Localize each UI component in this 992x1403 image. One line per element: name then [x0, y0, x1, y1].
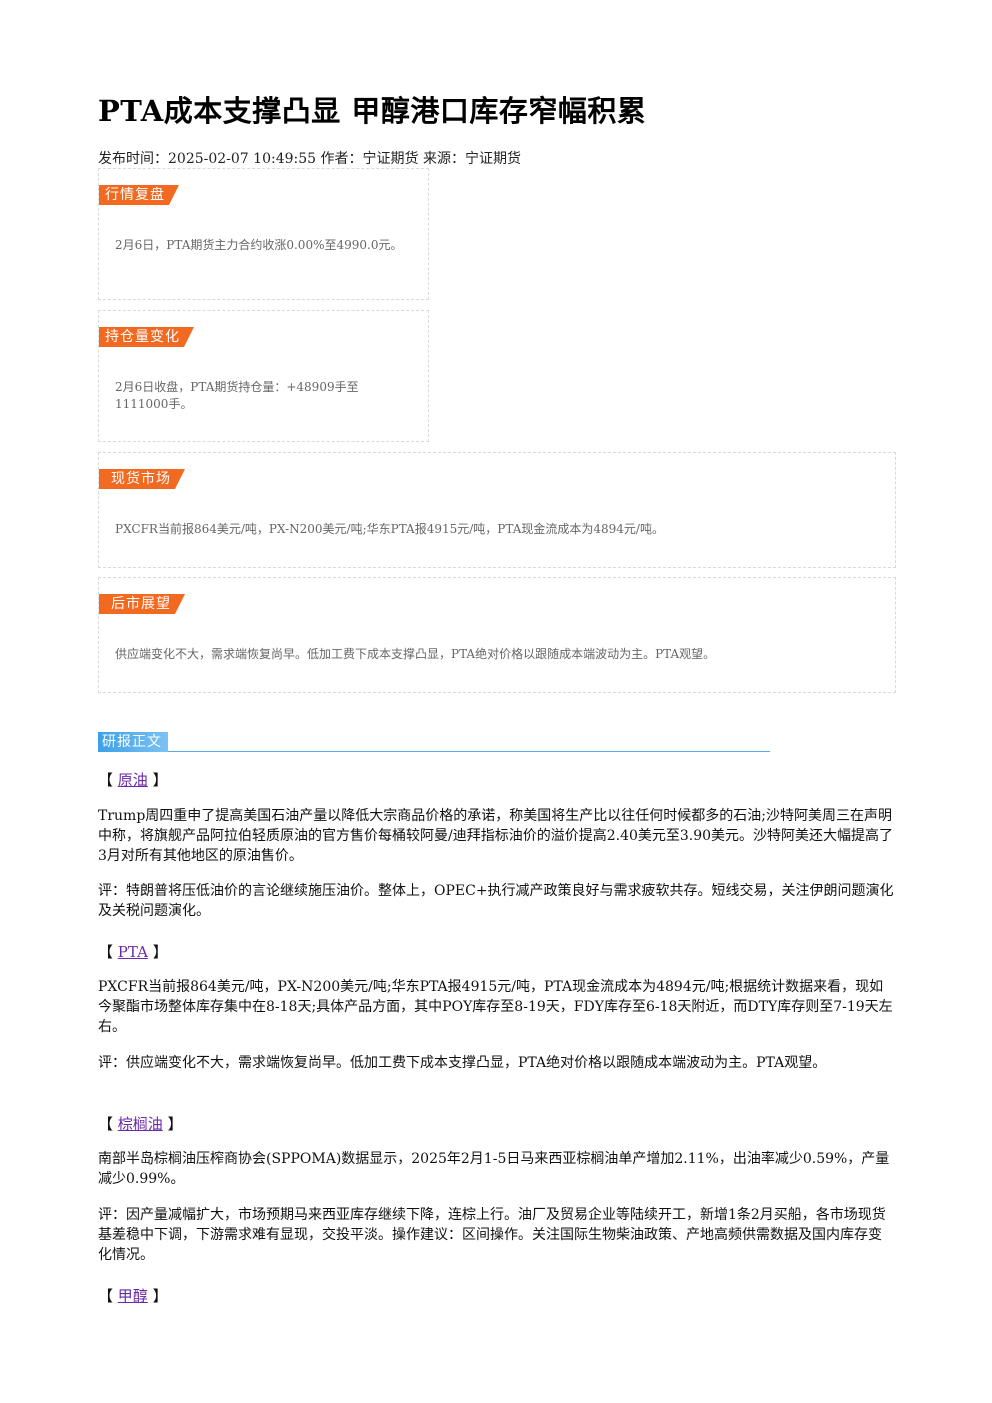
category-crude-oil: 【 原油 】: [98, 771, 168, 789]
category-palm-oil: 【 棕榈油 】: [98, 1115, 183, 1133]
tag-open-interest: 持仓量变化: [99, 327, 194, 347]
tag-market-review: 行情复盘: [99, 185, 179, 205]
header-divider: [168, 751, 770, 752]
palm-oil-comment: 评：因产量减幅扩大，市场预期马来西亚库存继续下降，连棕上行。油厂及贸易企业等陆续…: [98, 1207, 886, 1263]
spot-market-text: PXCFR当前报864美元/吨，PX-N200美元/吨;华东PTA报4915元/…: [115, 522, 664, 536]
summary-box-open-interest: 持仓量变化 2月6日收盘，PTA期货持仓量：+48909手至1111000手。: [98, 310, 429, 442]
market-review-text: 2月6日，PTA期货主力合约收涨0.00%至4990.0元。: [115, 238, 403, 252]
crude-oil-body: Trump周四重申了提高美国石油产量以降低大宗商品价格的承诺，称美国将生产比以往…: [98, 808, 894, 864]
palm-oil-body: 南部半岛棕榈油压榨商协会(SPPOMA)数据显示，2025年2月1-5日马来西亚…: [98, 1151, 890, 1187]
summary-box-outlook: 后市展望 供应端变化不大，需求端恢复尚早。低加工费下成本支撑凸显，PTA绝对价格…: [98, 577, 896, 693]
link-crude-oil[interactable]: 原油: [117, 771, 148, 789]
report-body-header: 研报正文: [98, 732, 770, 754]
summary-box-market-review: 行情复盘 2月6日，PTA期货主力合约收涨0.00%至4990.0元。: [98, 168, 429, 300]
tag-outlook: 后市展望: [99, 594, 185, 614]
link-pta[interactable]: PTA: [117, 943, 148, 961]
outlook-text: 供应端变化不大，需求端恢复尚早。低加工费下成本支撑凸显，PTA绝对价格以跟随成本…: [115, 647, 716, 661]
tag-spot-market: 现货市场: [99, 469, 185, 489]
category-methanol: 【 甲醇 】: [98, 1287, 168, 1305]
pta-comment: 评：供应端变化不大，需求端恢复尚早。低加工费下成本支撑凸显，PTA绝对价格以跟随…: [98, 1055, 827, 1071]
page-title: PTA成本支撑凸显 甲醇港口库存窄幅积累: [98, 94, 647, 128]
open-interest-text: 2月6日收盘，PTA期货持仓量：+48909手至1111000手。: [115, 380, 359, 411]
link-palm-oil[interactable]: 棕榈油: [117, 1115, 163, 1133]
category-pta: 【 PTA 】: [98, 943, 168, 961]
crude-oil-comment: 评：特朗普将压低油价的言论继续施压油价。整体上，OPEC+执行减产政策良好与需求…: [98, 883, 894, 919]
report-body-label: 研报正文: [98, 732, 168, 752]
link-methanol[interactable]: 甲醇: [117, 1287, 148, 1305]
publish-meta: 发布时间：2025-02-07 10:49:55 作者：宁证期货 来源：宁证期货: [98, 151, 521, 167]
pta-body: PXCFR当前报864美元/吨，PX-N200美元/吨;华东PTA报4915元/…: [98, 979, 893, 1035]
summary-box-spot-market: 现货市场 PXCFR当前报864美元/吨，PX-N200美元/吨;华东PTA报4…: [98, 452, 896, 568]
